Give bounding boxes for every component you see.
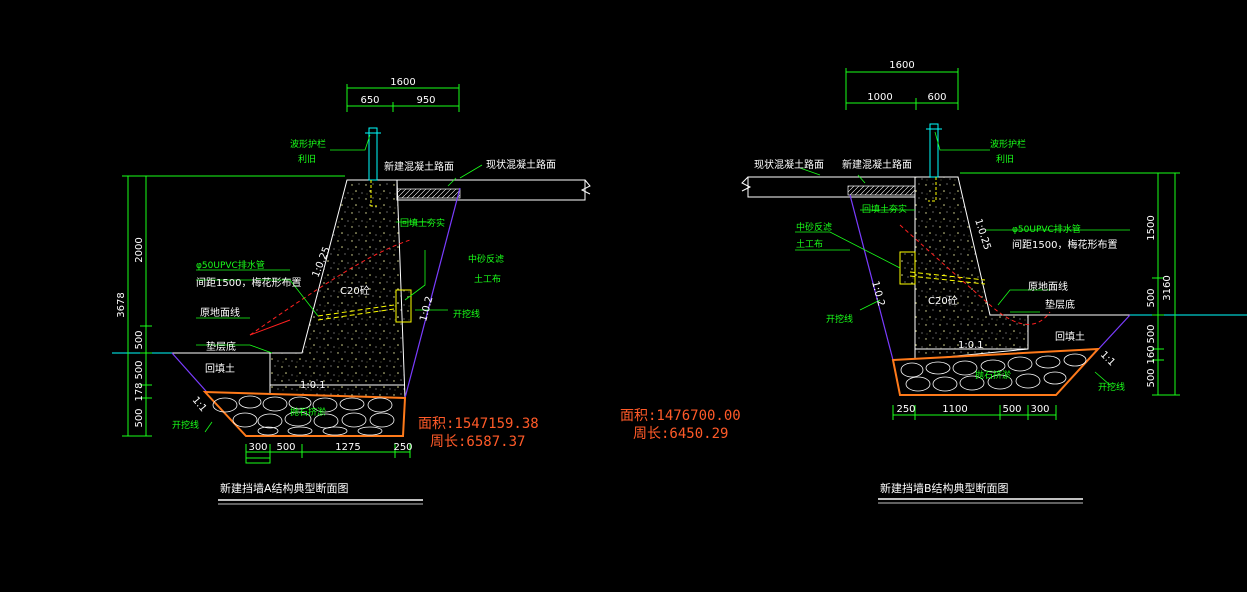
dim-b-bottom-1: 250: [896, 404, 915, 415]
label-a-slope-3: 1:0.1: [300, 380, 326, 391]
top-dimension-b: [845, 68, 959, 110]
dim-a-bottom-3: 1275: [335, 442, 360, 453]
label-a-new-pavement: 新建混凝土路面: [384, 160, 454, 173]
label-b-rubble: 抛石挤淤: [975, 369, 1011, 381]
rubble-stones-b: [900, 353, 1087, 392]
title-section-a: 新建挡墙A结构典型断面图: [220, 481, 349, 495]
label-b-geotextile: 土工布: [796, 238, 823, 250]
section-b: 1600 1000 600 1500 3160 500 500 160 500: [741, 60, 1247, 504]
label-b-pipe-spacing: 间距1500，梅花形布置: [1012, 238, 1117, 251]
perimeter-middle: 周长:6450.29: [633, 426, 728, 442]
dim-b-right-2: 500: [1146, 288, 1157, 307]
dim-a-top-total: 1600: [390, 77, 415, 88]
label-a-pipe-spacing: 间距1500，梅花形布置: [196, 276, 301, 289]
label-a-geotextile: 土工布: [474, 273, 501, 285]
label-a-reuse: 利旧: [298, 153, 316, 165]
original-ground-line-b: [899, 224, 1051, 325]
guardrail-post-b: [929, 123, 939, 178]
dim-b-right-total: 3160: [1162, 275, 1173, 300]
leader-lines-a: [196, 134, 483, 433]
dim-b-right-4: 160: [1146, 345, 1157, 364]
label-b-existing-pavement: 现状混凝土路面: [754, 158, 824, 171]
label-a-excavation-right: 开挖线: [453, 308, 480, 320]
dim-b-bottom-3: 500: [1002, 404, 1021, 415]
gravel-filter-block-b: [899, 251, 916, 285]
dim-a-top-left: 650: [360, 95, 379, 106]
dim-b-bottom-4: 300: [1030, 404, 1049, 415]
bottom-dimension-a: [245, 444, 411, 464]
dim-a-bottom-2: 500: [276, 442, 295, 453]
dim-a-top-right: 950: [416, 95, 435, 106]
label-b-drain-pipe: φ50UPVC排水管: [1012, 223, 1081, 235]
dim-a-left-3: 500: [134, 360, 145, 379]
title-section-b: 新建挡墙B结构典型断面图: [880, 481, 1009, 495]
label-a-ground-line: 原地面线: [200, 306, 240, 319]
dim-a-left-total: 3678: [116, 292, 127, 317]
gravel-filter-block-a: [395, 289, 412, 323]
drain-pipe-b: [909, 271, 986, 281]
dim-b-bottom-2: 1100: [942, 404, 967, 415]
dim-a-left-4: 178: [134, 382, 145, 401]
area-a: 面积:1547159.38: [418, 416, 539, 432]
label-b-backfill-compact: 回填土夯实: [862, 203, 907, 215]
label-b-reuse: 利旧: [996, 153, 1014, 165]
dim-b-right-5: 500: [1146, 368, 1157, 387]
rubble-stones-a: [212, 395, 395, 436]
dim-b-top-left: 1000: [867, 92, 892, 103]
label-a-existing-pavement: 现状混凝土路面: [486, 158, 556, 171]
dim-a-left-1: 2000: [134, 237, 145, 262]
dim-b-top-total: 1600: [889, 60, 914, 71]
label-b-slope-1: 1:0.25: [972, 218, 992, 252]
dim-b-right-1: 1500: [1146, 215, 1157, 240]
label-b-guardrail: 波形护栏: [990, 138, 1026, 150]
wall-b-concrete-body: [914, 176, 1029, 361]
label-a-rubble: 抛石挤淤: [290, 406, 326, 418]
drain-pipe-a: [317, 304, 395, 317]
area-middle: 面积:1476700.00: [620, 408, 741, 424]
label-b-new-pavement: 新建混凝土路面: [842, 158, 912, 171]
dim-a-bottom-1: 300: [248, 442, 267, 453]
right-dimension-b: [960, 172, 1180, 396]
dim-a-left-2: 500: [134, 330, 145, 349]
guardrail-post-a: [368, 127, 378, 181]
label-a-slope-2: 1:0.2: [418, 295, 435, 323]
new-pavement-hatch-b: [847, 185, 916, 196]
label-b-concrete: C20砼: [928, 294, 958, 307]
dim-b-right-3: 500: [1146, 324, 1157, 343]
original-ground-line-a: [249, 239, 411, 336]
label-a-drain-pipe: φ50UPVC排水管: [196, 259, 265, 271]
label-b-backfill: 回填土: [1055, 330, 1085, 343]
new-pavement-hatch: [396, 188, 461, 199]
label-a-guardrail: 波形护栏: [290, 138, 326, 150]
label-b-slope-4: 1:1: [1098, 349, 1117, 368]
leader-lines-b: [795, 131, 1130, 386]
label-b-excavation-right: 开挖线: [1098, 381, 1125, 393]
perimeter-a: 周长:6587.37: [430, 434, 525, 450]
label-b-excavation-left: 开挖线: [826, 313, 853, 325]
top-dimension-a: [346, 84, 460, 112]
bottom-dimension-b: [892, 405, 1057, 420]
label-a-cushion: 垫层底: [206, 340, 236, 353]
wall-a-concrete-body: [269, 179, 406, 399]
label-a-backfill-compact: 回填土夯实: [400, 217, 445, 229]
dim-b-top-right: 600: [927, 92, 946, 103]
label-b-ground-line: 原地面线: [1028, 280, 1068, 293]
dim-a-left-5: 500: [134, 408, 145, 427]
label-a-concrete: C20砼: [340, 284, 370, 297]
left-dimension-a: [122, 175, 345, 437]
label-a-slope-4: 1:1: [190, 395, 209, 414]
label-b-cushion: 垫层底: [1045, 298, 1075, 311]
label-a-excavation-left: 开挖线: [172, 419, 199, 431]
label-b-gravel-filter: 中砂反滤: [796, 221, 832, 233]
rubble-base-a: [202, 390, 407, 437]
section-a: 1600 650 950 3678 2000 500 500 178 500: [112, 77, 591, 505]
label-a-backfill: 回填土: [205, 362, 235, 375]
dim-a-bottom-4: 250: [393, 442, 412, 453]
label-b-slope-3: 1:0.1: [958, 340, 984, 351]
label-b-slope-2: 1:0.2: [869, 280, 886, 308]
label-a-gravel-filter: 中砂反滤: [468, 253, 504, 265]
